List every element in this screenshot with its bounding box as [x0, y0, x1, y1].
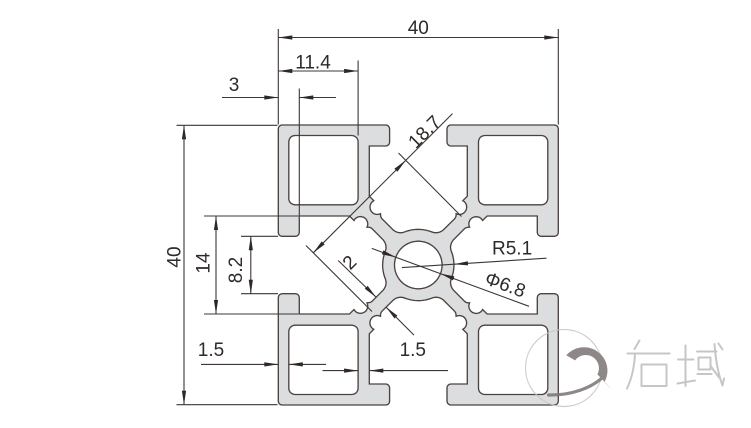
dim-slot-cavity-width: 14 — [194, 215, 299, 315]
dimension-label: 1.5 — [198, 340, 224, 361]
watermark-char-qi — [626, 339, 671, 390]
dimension-label: 14 — [194, 252, 215, 274]
arrowhead — [264, 95, 279, 100]
arrowhead — [181, 390, 187, 405]
watermark — [524, 328, 725, 408]
arrowhead — [264, 362, 279, 367]
leader-line — [401, 257, 547, 269]
arrowhead — [248, 279, 253, 294]
extension-line — [305, 245, 373, 312]
watermark-char-yu — [676, 342, 725, 387]
arrowhead — [364, 285, 377, 298]
dim-outer-wall: 1.5 — [198, 340, 326, 367]
arrowhead — [386, 307, 398, 319]
arrowhead — [213, 216, 219, 230]
watermark-q-logo-icon — [566, 347, 613, 390]
arrowhead — [213, 300, 219, 314]
dimension-label: 18.7 — [405, 112, 446, 153]
dim-inner-wall: 1.5 — [322, 340, 448, 373]
arrowhead — [248, 236, 253, 251]
dimension-label: 11.4 — [295, 53, 331, 74]
dimension-label: R5.1 — [492, 238, 532, 259]
arrowhead — [181, 125, 187, 140]
dim-overall-width: 40 — [277, 18, 559, 125]
arrowhead — [544, 35, 559, 40]
arrowhead — [344, 68, 359, 74]
arrowhead — [278, 68, 293, 74]
arrowhead — [381, 250, 396, 258]
dim-hub-radius: R5.1 — [401, 238, 547, 269]
dimension-line — [312, 113, 453, 254]
dim-slot-opening: 8.2 — [226, 235, 278, 295]
dimension-label: 1.5 — [400, 340, 426, 361]
arrowhead — [394, 160, 406, 172]
dim-overall-height: 40 — [165, 124, 278, 406]
arrowhead — [288, 362, 303, 367]
arrowhead — [440, 273, 455, 281]
arrowhead — [299, 95, 314, 100]
arrowhead — [344, 368, 359, 373]
arrowhead — [454, 261, 469, 266]
dimension-label: 3 — [229, 75, 240, 96]
dimension-label: 40 — [408, 18, 429, 39]
arrowhead — [369, 368, 384, 373]
watermark-q-swoosh-icon — [546, 374, 606, 397]
dimension-annotations: 40 11.4 3 40 — [165, 18, 559, 406]
dimension-label: 40 — [165, 246, 186, 267]
dim-edge-to-cavity: 11.4 — [278, 53, 359, 136]
arrowhead — [313, 241, 325, 253]
watermark-text — [626, 339, 725, 390]
dimension-label: 8.2 — [226, 257, 247, 283]
arrowhead — [278, 35, 293, 40]
dim-lip-thickness: 3 — [222, 75, 336, 216]
dimension-label: 2 — [339, 252, 361, 274]
extension-line — [398, 152, 462, 217]
